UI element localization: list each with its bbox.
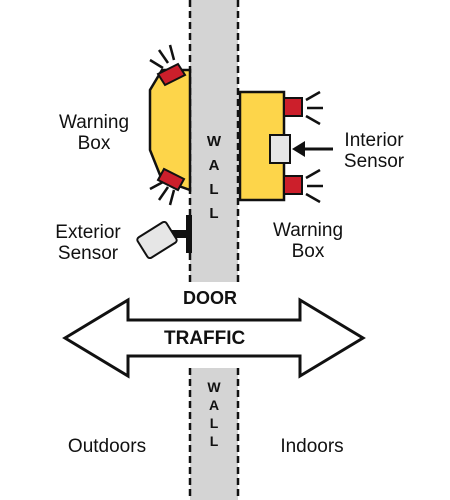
- wall-bottom-label: W A L L: [207, 379, 221, 449]
- wall-bottom: [188, 368, 240, 500]
- warning-box-right: [238, 90, 323, 204]
- warning-box-right-label: Warning Box: [272, 220, 344, 262]
- exterior-sensor-icon: [136, 215, 192, 260]
- warning-light-icon: [283, 175, 303, 195]
- indoors-label: Indoors: [280, 436, 344, 457]
- interior-sensor-label: Interior Sensor: [343, 130, 405, 172]
- door-label: DOOR: [183, 288, 237, 308]
- warning-light-icon: [283, 97, 303, 117]
- wall-top: [188, 0, 240, 282]
- traffic-arrow: [62, 297, 366, 379]
- exterior-sensor-label: Exterior Sensor: [55, 222, 121, 264]
- warning-box-left: [148, 44, 192, 206]
- outdoors-label: Outdoors: [67, 436, 147, 457]
- interior-sensor-icon: [269, 134, 291, 164]
- warning-light-icon: [156, 62, 187, 87]
- warning-light-icon: [156, 167, 186, 192]
- warning-box-left-label: Warning Box: [58, 112, 130, 154]
- wall-top-label: W A L L: [206, 133, 222, 222]
- interior-sensor-pointer: [292, 141, 333, 157]
- traffic-label: TRAFFIC: [164, 328, 246, 349]
